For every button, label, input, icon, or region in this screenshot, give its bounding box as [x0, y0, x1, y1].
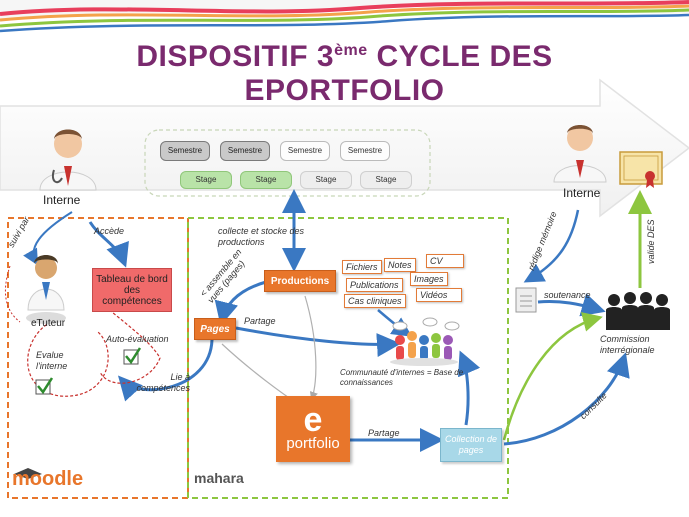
semester-pill-1: Semestre [160, 141, 210, 161]
semester-pill-3: Semestre [280, 141, 330, 161]
doctor-right-icon [553, 125, 607, 183]
valide-des-label: valide DES [646, 219, 656, 264]
diploma-icon [619, 151, 663, 188]
note-images: Images [410, 272, 448, 286]
interne-left-label: Interne [43, 193, 81, 207]
stage-pill-3: Stage [300, 171, 352, 189]
commission-label: Commission interrégionale [600, 334, 655, 355]
note-notes: Notes [384, 258, 416, 272]
stage-pill-2: Stage [240, 171, 292, 189]
eportfolio-logo-letter: e [303, 401, 323, 439]
collecte-label: collecte et stocke des productions [218, 226, 305, 247]
tableau-de-bord-label: Tableau de bord des compétences [96, 273, 168, 307]
moodle-hat-icon [14, 468, 42, 479]
tableau-de-bord-box: Tableau de bord des compétences [92, 268, 172, 312]
semester-pill-4: Semestre [340, 141, 390, 161]
note-publications: Publications [346, 278, 403, 292]
productions-box: Productions [264, 270, 336, 292]
stage-pill-4: Stage [360, 171, 412, 189]
accede-label: Accède [94, 226, 125, 236]
auto-evaluation-label: Auto-évaluation [106, 334, 169, 344]
evalue-label: Evalue l'interne [36, 350, 68, 371]
semester-pill-2: Semestre [220, 141, 270, 161]
soutenance-label: soutenance [544, 290, 591, 300]
note-cas-cliniques: Cas cliniques [344, 294, 406, 308]
checkbox-icon-left [35, 377, 54, 395]
top-swoosh [0, 0, 689, 33]
collection-label: Collection de pages [444, 434, 498, 455]
collection-box: Collection de pages [440, 428, 502, 462]
document-icon [515, 287, 537, 313]
interne-right-label: Interne [563, 186, 601, 200]
productions-label: Productions [270, 275, 330, 287]
note-videos: Vidéos [416, 288, 462, 302]
moodle-logo: moodle [12, 468, 84, 490]
pages-box: Pages [194, 318, 236, 340]
doctor-left-icon [39, 129, 97, 191]
mahara-zone [187, 217, 509, 499]
commission-group-icon [606, 292, 670, 330]
eportfolio-logo: e portfolio [276, 396, 350, 462]
eportfolio-logo-word: portfolio [286, 435, 340, 452]
pages-label: Pages [200, 323, 230, 335]
lie-label: Lie à compétences [136, 372, 190, 393]
partage-label-1: Partage [244, 316, 276, 326]
note-cv: CV [426, 254, 464, 268]
title-line2: EPORTFOLIO [244, 74, 445, 107]
communaute-label: Communauté d'internes = Base de connaiss… [340, 368, 464, 387]
mahara-logo: mahara [194, 470, 244, 486]
etuteur-label: eTuteur [31, 318, 66, 329]
community-group-icon [390, 317, 460, 366]
note-fichiers: Fichiers [342, 260, 382, 274]
title-line1: DISPOSITIF 3ème CYCLE DES [136, 40, 553, 73]
etuteur-figure-icon [26, 255, 66, 324]
stage-pill-1: Stage [180, 171, 232, 189]
checkbox-icon-right [123, 347, 142, 365]
partage-label-2: Partage [368, 428, 400, 438]
